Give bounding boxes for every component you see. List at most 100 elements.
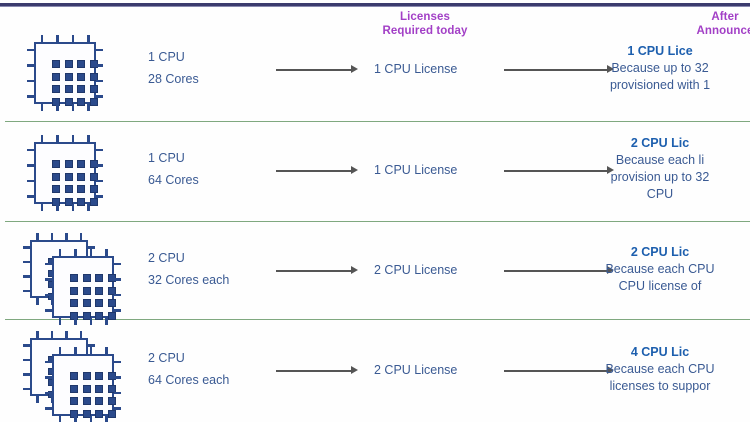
chip-pin <box>56 204 59 211</box>
chip-pin <box>36 396 39 403</box>
chip-core <box>95 372 104 381</box>
chip-pin <box>65 331 68 338</box>
flow-arrow-to-after <box>504 366 614 375</box>
chip-pin <box>58 347 61 354</box>
chip-pin <box>71 104 74 111</box>
cpu-chip-icon <box>26 34 104 112</box>
flow-arrow-to-license <box>276 166 358 175</box>
cpu-chip-icon <box>18 28 138 116</box>
spec-cpu-count: 1 CPU <box>148 151 185 165</box>
chip-pin <box>114 407 121 410</box>
chip-core <box>82 311 91 320</box>
chip-pin <box>36 331 39 338</box>
chip-pin <box>96 64 103 67</box>
chip-pin <box>27 179 34 182</box>
after-description-line: licenses to suppor <box>609 378 711 393</box>
chip-core <box>64 72 73 81</box>
license-required-today: 2 CPU License <box>374 363 458 377</box>
chip-core <box>95 409 104 418</box>
chip-pin <box>105 249 108 256</box>
chip-pin <box>114 309 121 312</box>
arrow-head <box>607 266 614 274</box>
chip-pin <box>87 35 90 42</box>
chip-core <box>107 299 116 308</box>
chip-pin <box>96 48 103 51</box>
chip-core <box>82 372 91 381</box>
chip-core <box>77 185 86 194</box>
chip-body <box>34 142 98 206</box>
flow-arrow-to-license <box>276 65 358 74</box>
chip-core <box>77 160 86 169</box>
chip-pin <box>96 79 103 82</box>
chip-core <box>70 274 79 283</box>
after-license-count: 2 CPU Lic <box>630 136 690 150</box>
chip-pin <box>45 391 52 394</box>
chip-pin <box>58 416 61 422</box>
chip-pin <box>96 164 103 167</box>
arrow-head <box>607 65 614 73</box>
chip-pin <box>23 373 30 376</box>
arrow-shaft <box>276 270 351 272</box>
chip-core <box>107 409 116 418</box>
flow-arrow-to-license <box>276 366 358 375</box>
arrow-shaft <box>504 370 607 372</box>
chip-pin <box>89 249 92 256</box>
chip-pin <box>74 347 77 354</box>
after-description-line: provision up to 32 <box>610 170 710 184</box>
chip-core <box>70 286 79 295</box>
chip-pin <box>89 416 92 422</box>
header-line-1: After <box>711 11 739 23</box>
arrow-head <box>351 166 358 174</box>
chip-pin <box>65 233 68 240</box>
chip-core <box>64 185 73 194</box>
arrow-head <box>351 366 358 374</box>
chip-pin <box>45 309 52 312</box>
arrow-shaft <box>504 170 607 172</box>
chip-pin <box>56 104 59 111</box>
chip-pin <box>27 48 34 51</box>
chip-pin <box>89 318 92 325</box>
chip-pin <box>45 293 52 296</box>
row-divider <box>5 319 750 320</box>
chip-pin <box>87 204 90 211</box>
after-license-count: 4 CPU Lic <box>630 344 690 359</box>
chip-core <box>107 286 116 295</box>
chip-pin <box>105 347 108 354</box>
arrow-head <box>351 266 358 274</box>
chip-pin <box>27 148 34 151</box>
spec-cpu-count: 2 CPU <box>148 351 185 365</box>
chip-pin <box>79 233 82 240</box>
cpu-chip-stack-icon <box>18 328 138 422</box>
chip-core <box>52 160 61 169</box>
chip-pin <box>27 164 34 167</box>
chip-pin <box>96 195 103 198</box>
chip-core <box>89 97 98 106</box>
chip-core <box>82 397 91 406</box>
chip-core <box>82 409 91 418</box>
chip-pin <box>23 246 30 249</box>
arrow-shaft <box>276 170 351 172</box>
chip-core <box>52 72 61 81</box>
chip-pin <box>89 347 92 354</box>
chip-pin <box>40 104 43 111</box>
cpu-chip-stack-icon <box>18 230 138 325</box>
top-border-rule <box>0 3 750 6</box>
chip-core <box>95 311 104 320</box>
chip-pin <box>114 391 121 394</box>
chip-pin <box>36 233 39 240</box>
after-description-line: Because each CPU <box>605 361 715 376</box>
chip-pin <box>27 195 34 198</box>
chip-core <box>52 172 61 181</box>
after-description-line: CPU license of <box>618 278 702 293</box>
chip-pin <box>114 360 121 363</box>
license-required-today: 1 CPU License <box>374 62 458 76</box>
chip-pin <box>50 396 53 403</box>
chip-core <box>89 185 98 194</box>
chip-pin <box>88 246 95 249</box>
chip-core <box>82 274 91 283</box>
chip-core <box>89 72 98 81</box>
